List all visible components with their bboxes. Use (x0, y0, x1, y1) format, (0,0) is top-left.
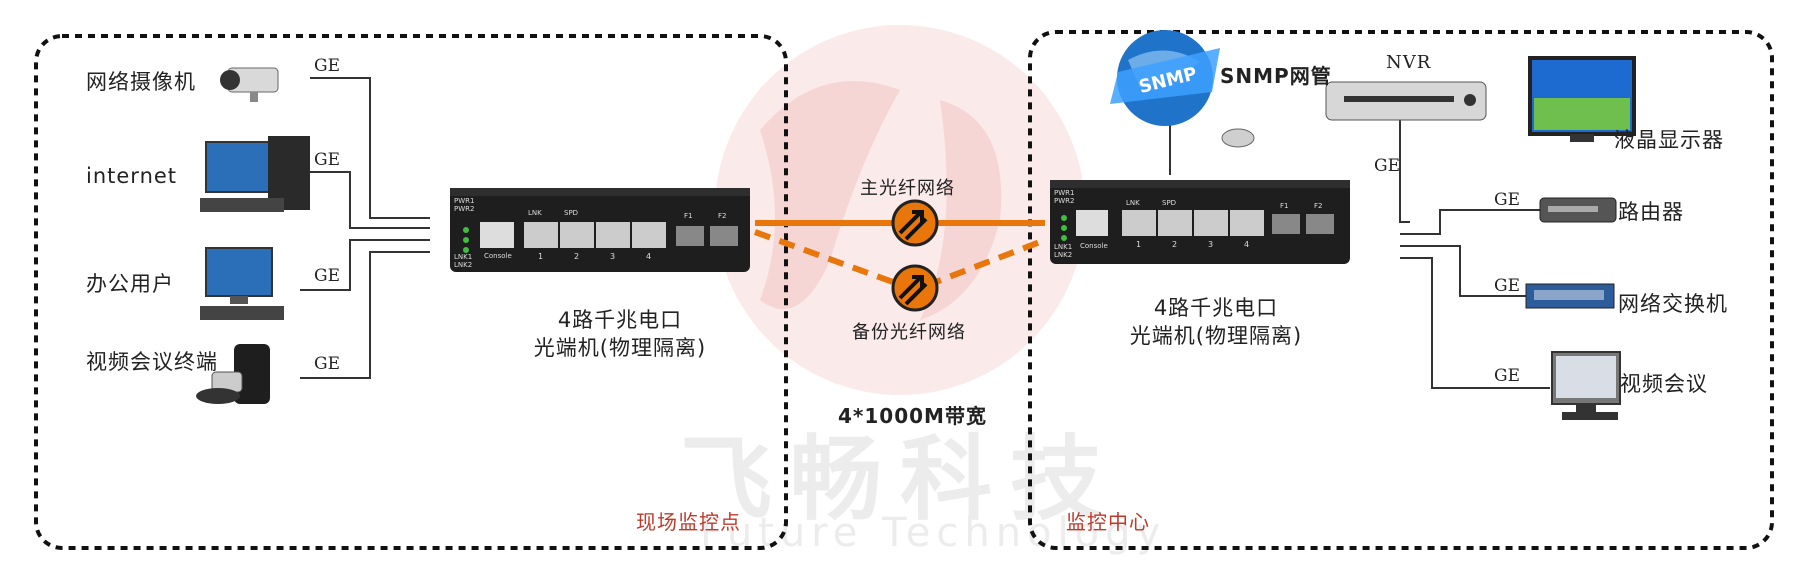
left-panel-p3: 3 (610, 252, 616, 261)
ge-label-conference: GE (1494, 366, 1520, 386)
right-panel-console: Console (1080, 242, 1108, 250)
switch-icon (1525, 283, 1615, 309)
right-panel-p3: 3 (1208, 240, 1214, 249)
left-device-label-terminal: 视频会议终端 (86, 350, 218, 374)
left-panel-lnk-label: LNK (528, 209, 542, 217)
router-icon (1539, 197, 1617, 223)
left-panel-p2: 2 (574, 252, 580, 261)
ge-label-terminal: GE (314, 354, 340, 374)
snmp-globe-icon: SNMP (1110, 30, 1255, 148)
left-region-label: 现场监控点 (636, 510, 741, 534)
ge-label-switch: GE (1494, 276, 1520, 296)
left-panel-p1: 1 (538, 252, 544, 261)
right-device-label-conference: 视频会议 (1620, 372, 1708, 396)
right-converter-line1: 4路千兆电口 (1153, 296, 1279, 320)
backup-fiber-label: 备份光纤网络 (852, 322, 966, 343)
backup-fiber-badge (891, 264, 939, 312)
right-panel-f2: F2 (1314, 202, 1323, 210)
right-region-border (1028, 30, 1774, 550)
lcd-monitor-icon (1528, 56, 1636, 142)
right-panel-lnk-label: LNK (1126, 199, 1140, 207)
left-device-label-internet: internet (86, 164, 178, 188)
main-fiber-label: 主光纤网络 (860, 178, 955, 199)
right-panel-f1: F1 (1280, 202, 1289, 210)
left-cables (300, 77, 430, 379)
video-terminal-icon (196, 344, 270, 404)
ge-label-camera: GE (314, 56, 340, 76)
right-device-label-router: 路由器 (1618, 200, 1684, 224)
desktop-computer-icon (200, 136, 310, 212)
left-converter-line2: 光端机(物理隔离) (533, 336, 707, 360)
right-region-label: 监控中心 (1066, 510, 1150, 534)
snmp-label: SNMP网管 (1220, 64, 1332, 88)
left-region-border (34, 34, 788, 550)
office-pc-icon (200, 247, 284, 320)
right-converter (1050, 180, 1350, 264)
watermark-en: Future Technology (700, 510, 1167, 556)
right-cables (1169, 110, 1550, 389)
right-converter-line2: 光端机(物理隔离) (1129, 324, 1303, 348)
ge-label-router: GE (1494, 190, 1520, 210)
left-panel-console: Console (484, 252, 512, 260)
left-panel-f2: F2 (718, 212, 727, 220)
left-device-label-camera: 网络摄像机 (86, 70, 196, 94)
left-panel-spd-label: SPD (564, 209, 579, 217)
bandwidth-label: 4*1000M带宽 (838, 404, 987, 428)
ge-label-internet: GE (314, 150, 340, 170)
ge-label-office: GE (314, 266, 340, 286)
ge-label-nvr: GE (1374, 156, 1400, 176)
left-panel-f1: F1 (684, 212, 693, 220)
left-converter (450, 188, 750, 272)
nvr-icon (1325, 81, 1487, 121)
main-fiber-badge (891, 199, 939, 247)
right-panel-p1: 1 (1136, 240, 1142, 249)
video-conference-pc-icon (1551, 351, 1621, 420)
right-device-label-switch: 网络交换机 (1618, 292, 1728, 316)
left-converter-line1: 4路千兆电口 (557, 308, 683, 332)
right-panel-p2: 2 (1172, 240, 1178, 249)
camera-icon (220, 67, 279, 102)
left-panel-p4: 4 (646, 252, 652, 261)
right-panel-spd-label: SPD (1162, 199, 1177, 207)
left-device-label-office: 办公用户 (86, 272, 174, 296)
right-panel-p4: 4 (1244, 240, 1250, 249)
nvr-label: NVR (1386, 52, 1432, 73)
monitor-label: 液晶显示器 (1614, 128, 1724, 152)
